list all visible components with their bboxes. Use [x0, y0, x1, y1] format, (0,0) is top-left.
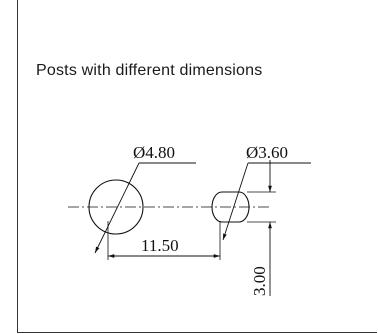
large-post-circle — [88, 179, 144, 235]
drawing-frame — [17, 0, 377, 333]
drawing-title: Posts with different dimensions — [36, 62, 263, 79]
small-post-outline — [211, 191, 250, 223]
spacing-label: 11.50 — [141, 236, 179, 255]
small-diameter-label: Ø3.60 — [246, 143, 288, 162]
large-diameter-leader — [94, 162, 140, 254]
large-diameter-label: Ø4.80 — [133, 143, 175, 162]
height-label: 3.00 — [250, 266, 269, 296]
small-diameter-leader — [222, 162, 249, 241]
